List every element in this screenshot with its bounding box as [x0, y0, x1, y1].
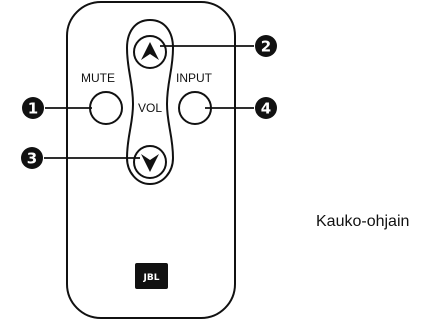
- callout-number: 3: [27, 150, 37, 168]
- callout-number: 2: [261, 38, 271, 56]
- callout-1: 1: [22, 97, 44, 119]
- mute-button[interactable]: [89, 91, 123, 125]
- input-label: INPUT: [176, 71, 213, 85]
- volume-down-button[interactable]: [133, 145, 167, 179]
- mute-label: MUTE: [81, 71, 115, 85]
- jbl-logo: JBL: [135, 263, 168, 289]
- chevron-up-icon: [141, 42, 159, 60]
- chevron-down-icon: [141, 154, 159, 172]
- callout-number: 4: [261, 100, 271, 118]
- brand-text: JBL: [143, 273, 160, 283]
- vol-label: VOL: [138, 101, 162, 115]
- callout-3: 3: [21, 147, 43, 169]
- caption: Kauko-ohjain: [316, 213, 409, 230]
- callout-4: 4: [255, 97, 277, 119]
- callout-2: 2: [255, 35, 277, 57]
- callout-number: 1: [28, 100, 38, 118]
- volume-up-button[interactable]: [133, 35, 167, 69]
